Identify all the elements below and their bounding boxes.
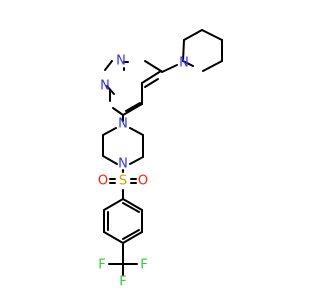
bond [106,85,115,95]
bond [104,60,113,71]
atom-label-f: F [140,258,147,273]
atom-label-n: N [116,54,126,69]
atom-label-n: N [100,79,110,94]
bond [182,39,185,62]
atom-label-n: N [118,117,128,132]
piperidine-ring [182,29,223,72]
bond [201,29,223,41]
atom-labels: N N N N N S O O F F F [98,54,189,290]
bond [103,198,124,211]
atom-label-n: N [118,157,128,172]
piperazine-ring [102,127,144,165]
bond [103,231,124,244]
atom-label-o: O [98,174,108,189]
bond [144,78,159,88]
bond [141,70,162,84]
bond [144,60,162,72]
atom-label-f: F [119,275,126,290]
bond [202,60,223,72]
bond [125,102,141,112]
atom-label-o: O [138,174,148,189]
bond [122,103,143,116]
bond [122,202,140,213]
bond [122,198,143,211]
bond [102,127,117,136]
bond [129,127,144,136]
bond [129,156,144,165]
bond [182,60,194,67]
bond [161,64,178,73]
atom-label-n: N [179,56,189,71]
molecular-structure-diagram: N N N N N S O O F F F [98,29,223,290]
pyrimidine-ring [104,60,162,116]
bond [183,29,203,41]
bond [112,107,124,116]
atom-label-s: S [119,174,127,189]
bond [122,231,143,244]
bond [122,229,140,240]
bond [102,155,118,165]
benzene-ring [103,198,143,244]
atom-label-f: F [98,258,105,273]
